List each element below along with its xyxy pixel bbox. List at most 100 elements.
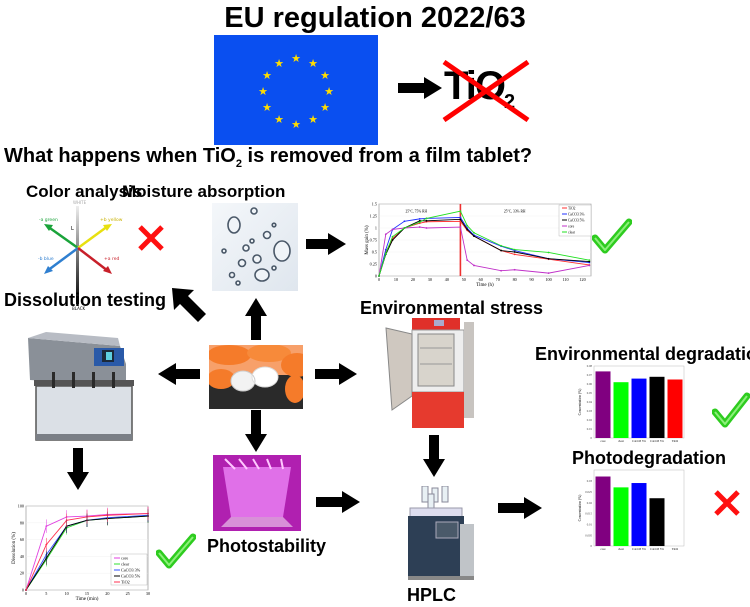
svg-text:0.03: 0.03 — [587, 479, 593, 483]
svg-text:80: 80 — [20, 520, 24, 525]
svg-text:★: ★ — [308, 57, 318, 70]
dissolution-testing-label: Dissolution testing — [4, 290, 166, 310]
svg-text:0.025: 0.025 — [585, 490, 592, 494]
svg-text:1: 1 — [375, 226, 377, 231]
cross-icon-photodegradation — [714, 490, 740, 516]
svg-text:-a green: -a green — [39, 217, 58, 223]
arrow-right-icon — [306, 233, 346, 255]
svg-text:20: 20 — [105, 591, 109, 596]
svg-text:Time (h): Time (h) — [476, 283, 494, 288]
svg-text:0.08: 0.08 — [587, 364, 593, 368]
color-analysis-label: Color analysis — [26, 182, 143, 201]
svg-text:0.005: 0.005 — [585, 533, 592, 537]
arrow-right-icon — [498, 497, 542, 519]
svg-text:★: ★ — [324, 85, 334, 98]
cross-icon-tio2 — [440, 60, 532, 122]
svg-text:0.25: 0.25 — [370, 262, 377, 267]
svg-text:★: ★ — [320, 69, 330, 82]
svg-text:core: core — [600, 547, 606, 551]
eu-stars-icon: ★★★ ★★★ ★★★ ★★★ — [258, 52, 334, 131]
check-icon-env-degradation — [712, 392, 750, 428]
svg-text:10: 10 — [65, 591, 69, 596]
svg-text:CaCO3 5%: CaCO3 5% — [650, 439, 664, 443]
svg-text:110: 110 — [562, 277, 568, 282]
svg-text:CaCO3 5%: CaCO3 5% — [121, 574, 141, 579]
svg-text:80: 80 — [513, 277, 517, 282]
svg-text:WHITE: WHITE — [73, 200, 87, 205]
svg-text:15: 15 — [85, 591, 89, 596]
svg-text:10: 10 — [394, 277, 398, 282]
svg-text:★: ★ — [262, 101, 272, 114]
svg-text:1.5: 1.5 — [372, 202, 377, 207]
eu-flag: ★★★ ★★★ ★★★ ★★★ — [214, 35, 378, 145]
svg-text:core: core — [568, 225, 575, 229]
svg-text:100: 100 — [545, 277, 551, 282]
svg-text:Mass gain (%): Mass gain (%) — [365, 225, 370, 254]
arrow-down-icon — [67, 448, 89, 490]
dissolution-apparatus-photo — [22, 326, 134, 444]
svg-text:30: 30 — [146, 591, 150, 596]
arrow-right-icon — [315, 363, 357, 385]
svg-text:0: 0 — [25, 591, 27, 596]
svg-text:★: ★ — [258, 85, 268, 98]
hplc-label: HPLC — [407, 585, 456, 605]
question-heading: What happens when TiO2 is removed from a… — [4, 145, 532, 170]
svg-text:CaCO3 5%: CaCO3 5% — [568, 219, 584, 223]
svg-text:0.02: 0.02 — [587, 418, 593, 422]
photostability-label: Photostability — [207, 536, 327, 556]
svg-text:★: ★ — [274, 57, 284, 70]
svg-text:clear: clear — [568, 231, 576, 235]
environmental-degradation-label: Environmental degradation — [535, 344, 750, 364]
svg-text:+b yellow: +b yellow — [100, 217, 123, 223]
climate-chamber-photo — [382, 318, 478, 434]
svg-text:0.5: 0.5 — [372, 250, 377, 255]
svg-text:0.75: 0.75 — [370, 238, 377, 243]
svg-text:50: 50 — [462, 277, 466, 282]
svg-text:120: 120 — [579, 277, 585, 282]
check-icon-dissolution — [156, 533, 196, 569]
arrow-down-icon — [423, 435, 445, 477]
svg-text:60: 60 — [20, 537, 24, 542]
svg-text:clear: clear — [618, 547, 624, 551]
hplc-instrument-photo — [398, 485, 476, 582]
svg-text:40: 40 — [20, 554, 24, 559]
svg-text:0.06: 0.06 — [587, 382, 593, 386]
svg-text:core: core — [600, 439, 606, 443]
svg-text:+a red: +a red — [104, 256, 119, 262]
svg-text:0.02: 0.02 — [587, 501, 593, 505]
svg-text:90: 90 — [530, 277, 534, 282]
svg-text:20: 20 — [411, 277, 415, 282]
arrow-up-left-icon — [172, 288, 206, 322]
arrow-left-icon — [158, 363, 200, 385]
photostability-chamber-photo — [213, 455, 301, 531]
svg-text:★: ★ — [262, 69, 272, 82]
svg-text:0: 0 — [22, 588, 24, 593]
svg-text:0.01: 0.01 — [587, 427, 593, 431]
moisture-absorption-label: Moisture absorption — [122, 182, 286, 201]
question-text-end: is removed from a film tablet? — [242, 145, 533, 167]
svg-text:Concentration (%): Concentration (%) — [578, 494, 582, 521]
svg-text:TiO2: TiO2 — [568, 207, 576, 211]
tio2-subscript: 2 — [503, 91, 515, 113]
svg-text:L: L — [71, 226, 74, 232]
svg-text:★: ★ — [291, 118, 301, 131]
arrow-right-icon — [316, 491, 360, 513]
svg-text:CaCO3 3%: CaCO3 3% — [568, 213, 584, 217]
svg-text:BLACK: BLACK — [72, 306, 86, 311]
svg-text:30: 30 — [428, 277, 432, 282]
arrow-right-icon — [398, 77, 442, 99]
svg-text:0.04: 0.04 — [587, 400, 593, 404]
svg-text:40: 40 — [445, 277, 449, 282]
svg-text:0: 0 — [378, 277, 380, 282]
svg-text:-b blue: -b blue — [38, 256, 54, 262]
arrow-down-icon — [245, 410, 267, 452]
svg-text:TiO2: TiO2 — [672, 547, 679, 551]
svg-text:CaCO3 3%: CaCO3 3% — [121, 568, 141, 573]
svg-text:clear: clear — [618, 439, 624, 443]
svg-text:★: ★ — [320, 101, 330, 114]
svg-text:★: ★ — [308, 113, 318, 126]
svg-text:0.07: 0.07 — [587, 373, 593, 377]
